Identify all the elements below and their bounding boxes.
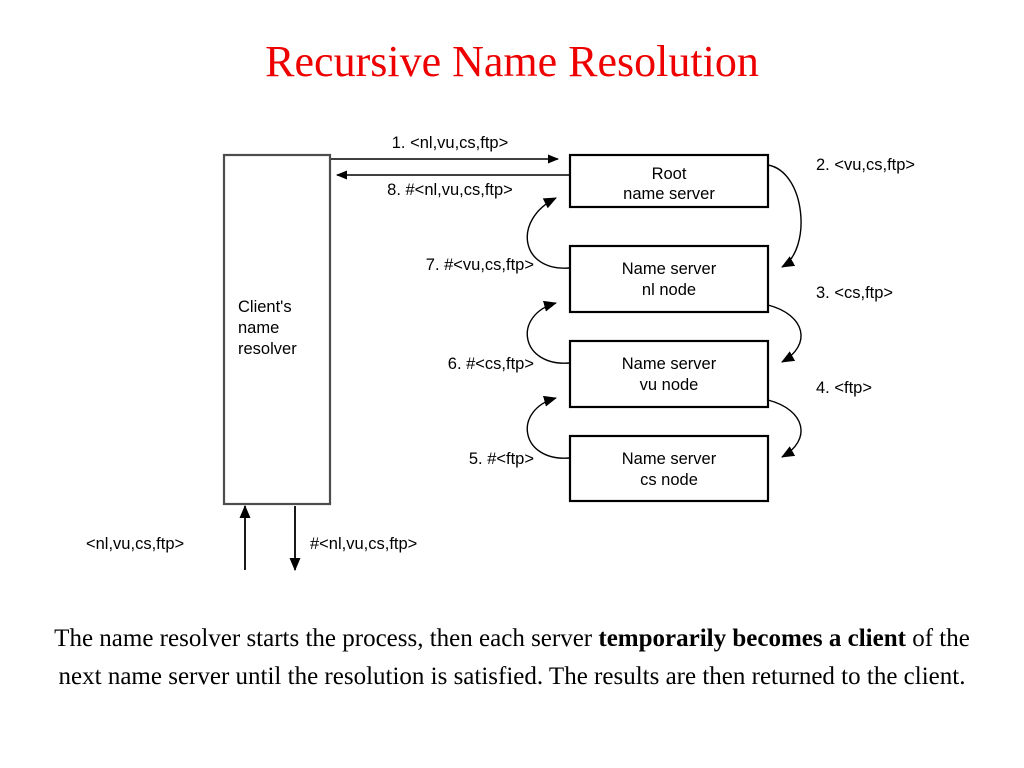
vu-server-line1: Name server	[622, 355, 717, 373]
arrow-step-3	[767, 304, 802, 363]
label-step-4: 4. <ftp>	[816, 379, 872, 397]
label-client-query: <nl,vu,cs,ftp>	[86, 535, 184, 553]
nl-name-server-box: Name server nl node	[568, 244, 770, 314]
root-server-line2: name server	[623, 185, 715, 203]
cs-server-line1: Name server	[622, 450, 717, 468]
label-step-1: 1. <nl,vu,cs,ftp>	[392, 134, 508, 152]
arrow-step-6	[526, 300, 571, 364]
arrow-step-4	[767, 399, 802, 458]
root-server-line1: Root	[652, 165, 687, 183]
label-step-6: 6. #<cs,ftp>	[448, 355, 534, 373]
vu-server-line2: vu node	[640, 376, 699, 394]
arrow-step-5	[526, 395, 571, 459]
nl-server-line1: Name server	[622, 260, 717, 278]
cs-server-line2: cs node	[640, 471, 698, 489]
arrow-step-7	[526, 197, 571, 269]
label-step-3: 3. <cs,ftp>	[816, 284, 893, 302]
root-name-server-box: Root name server	[568, 153, 770, 209]
caption-part2: of the next name server until the resolu…	[58, 625, 970, 690]
page-title: Recursive Name Resolution	[265, 37, 759, 86]
cs-name-server-box: Name server cs node	[568, 434, 770, 503]
label-step-5: 5. #<ftp>	[469, 450, 534, 468]
client-box-line1: Client's	[238, 298, 292, 316]
caption-bold: temporarily becomes a client	[598, 625, 906, 652]
label-step-7: 7. #<vu,cs,ftp>	[426, 256, 534, 274]
caption-part1: The name resolver starts the process, th…	[54, 625, 599, 652]
arrow-step-2	[767, 164, 802, 268]
caption-text: The name resolver starts the process, th…	[50, 620, 974, 696]
client-box-line2: name	[238, 319, 279, 337]
label-step-2: 2. <vu,cs,ftp>	[816, 156, 915, 174]
label-step-8: 8. #<nl,vu,cs,ftp>	[387, 181, 513, 199]
client-box-line3: resolver	[238, 340, 297, 358]
client-resolver-box: Client's name resolver	[222, 153, 332, 506]
vu-name-server-box: Name server vu node	[568, 339, 770, 409]
recursive-name-resolution-diagram: Client's name resolver Root name server …	[0, 110, 1024, 590]
label-client-response: #<nl,vu,cs,ftp>	[310, 535, 417, 553]
nl-server-line2: nl node	[642, 281, 696, 299]
